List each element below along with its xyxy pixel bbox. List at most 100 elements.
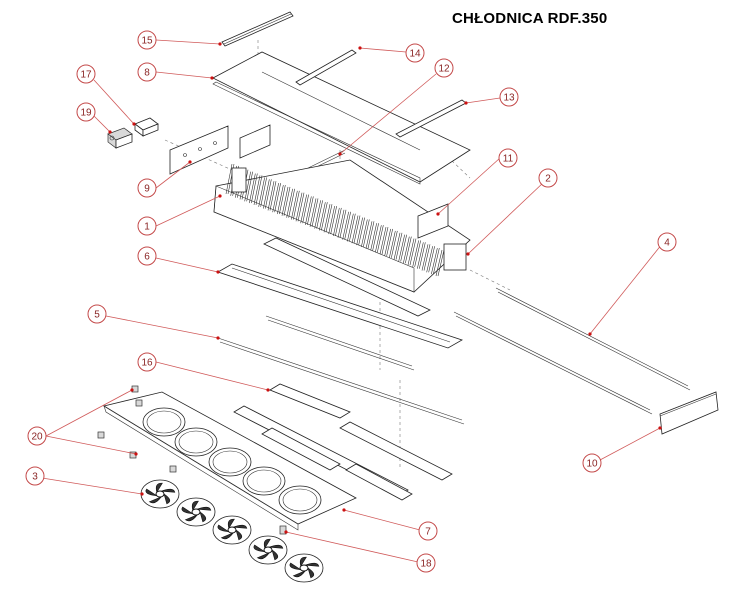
coil-fin xyxy=(386,228,393,257)
coil-fin xyxy=(349,213,356,242)
coil-fin xyxy=(347,213,354,242)
coil-fin xyxy=(286,188,293,218)
callout-15: 15 xyxy=(137,30,157,50)
coil-fin xyxy=(246,171,253,202)
callout-label: 20 xyxy=(31,432,43,443)
coil-fin xyxy=(437,249,445,277)
leader-lines xyxy=(41,39,663,563)
coil-fin xyxy=(361,219,368,247)
coil-fin xyxy=(314,200,321,229)
coil-fin xyxy=(423,244,431,271)
coil-fin xyxy=(309,198,317,227)
callout-label: 9 xyxy=(144,184,150,195)
callout-label: 6 xyxy=(144,252,150,263)
coil-fin xyxy=(255,175,263,205)
callout-5: 5 xyxy=(87,304,107,324)
part-20-feet xyxy=(97,385,177,473)
part-5-rods xyxy=(217,315,465,425)
callout-label: 8 xyxy=(144,68,150,79)
coil-fin xyxy=(277,184,284,215)
coil-fin xyxy=(398,234,405,262)
callout-2: 2 xyxy=(538,168,558,188)
coil-fin xyxy=(351,215,359,244)
coil-fin xyxy=(253,175,261,205)
coil-fin xyxy=(400,234,407,262)
callout-17: 17 xyxy=(76,64,96,84)
coil-fin xyxy=(263,179,270,209)
callout-label: 19 xyxy=(80,108,92,119)
callout-label: 11 xyxy=(503,154,514,165)
coil-fin xyxy=(311,198,319,227)
part-8-cover-plate xyxy=(212,51,471,185)
callout-label: 15 xyxy=(141,36,153,47)
part-end-plate xyxy=(239,124,271,159)
coil-fin xyxy=(435,249,443,277)
callout-label: 4 xyxy=(664,238,670,249)
part-18-item xyxy=(279,525,287,535)
callout-19: 19 xyxy=(76,102,96,122)
coil-fin xyxy=(291,190,298,220)
coil-fin xyxy=(333,207,340,236)
coil-fin xyxy=(344,211,351,240)
coil-fins xyxy=(225,163,445,277)
callout-label: 10 xyxy=(586,459,598,470)
coil-fin xyxy=(297,192,305,222)
callout-label: 2 xyxy=(545,174,551,185)
coil-fin xyxy=(260,177,267,207)
coil-fin xyxy=(307,196,314,226)
coil-fin xyxy=(328,205,335,235)
part-14-rail xyxy=(295,49,357,86)
coil-fin xyxy=(339,209,347,238)
fan xyxy=(140,479,180,509)
coil-fin xyxy=(395,232,403,260)
coil-fin xyxy=(363,219,370,247)
callout-12: 12 xyxy=(434,58,454,78)
coil-fin xyxy=(330,205,337,235)
coil-fin xyxy=(403,236,410,264)
callout-8: 8 xyxy=(137,62,157,82)
part-16-strips xyxy=(233,383,453,501)
part-11-end-plate xyxy=(417,203,449,239)
callout-14: 14 xyxy=(405,43,425,63)
coil-fin xyxy=(377,225,384,253)
coil-fin xyxy=(412,240,419,267)
callout-7: 7 xyxy=(418,521,438,541)
coil-fin xyxy=(421,244,429,271)
callout-6: 6 xyxy=(137,246,157,266)
coil-fin xyxy=(367,221,375,249)
part-17-box xyxy=(134,117,159,137)
callout-16: 16 xyxy=(137,352,157,372)
coil-fin xyxy=(267,181,275,211)
coil-fin xyxy=(244,171,251,202)
coil-fin xyxy=(258,177,265,207)
part-9-side-panel xyxy=(169,125,229,175)
coil-fin xyxy=(300,194,307,224)
coil-fin xyxy=(281,186,289,216)
coil-fin xyxy=(358,217,365,246)
coil-fin xyxy=(356,217,363,246)
coil-fin xyxy=(370,223,377,251)
callout-13: 13 xyxy=(499,87,519,107)
coil-fin xyxy=(407,238,415,266)
coil-fin xyxy=(417,242,424,269)
fan xyxy=(176,497,216,527)
coil-fin xyxy=(389,230,396,258)
callout-18: 18 xyxy=(416,553,436,573)
fan xyxy=(248,535,288,565)
fan xyxy=(284,553,324,583)
coil-fin xyxy=(337,209,345,238)
part-6-drain-plate xyxy=(217,237,463,349)
callout-label: 17 xyxy=(80,70,92,81)
callout-label: 18 xyxy=(420,559,432,570)
part-3-fans xyxy=(140,479,324,583)
coil-fin xyxy=(365,221,373,249)
coil-fin xyxy=(272,183,279,213)
part-10-end-cover xyxy=(659,391,719,435)
coil-fin xyxy=(283,186,291,216)
coil-fin xyxy=(353,215,361,244)
coil-fin xyxy=(325,204,333,233)
part-1-coil-block xyxy=(213,159,471,293)
callout-label: 12 xyxy=(438,64,450,75)
coil-fin xyxy=(269,181,277,211)
part-15-rail xyxy=(221,11,294,47)
